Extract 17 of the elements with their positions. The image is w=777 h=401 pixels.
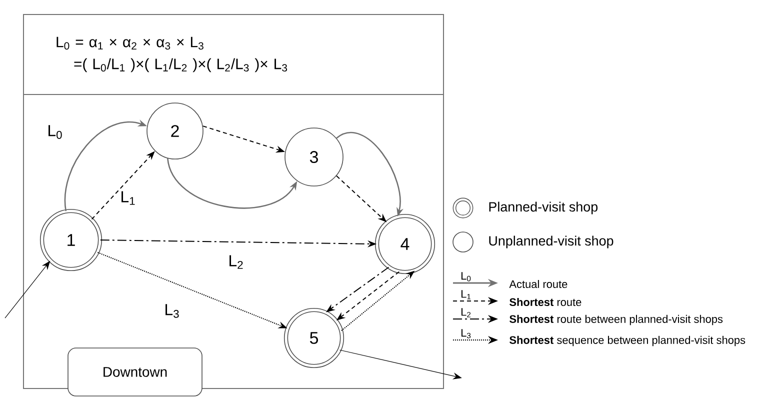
route-label: L$_{0}$ <box>48 125 62 139</box>
line-label: L$_{1}$ <box>461 290 471 300</box>
legend-text: Shortest sequence between planned-visit shops <box>510 336 746 346</box>
route-label: L$_{1}$ <box>122 191 135 205</box>
legend-text: Unplanned-visit shop <box>489 236 614 248</box>
line-label: L$_{3}$ <box>461 329 471 338</box>
location-box: Downtown <box>68 348 202 396</box>
legend-text: Shortest route <box>510 298 582 306</box>
line-label: L$_{0}$ <box>461 272 471 282</box>
map-panel <box>23 94 444 389</box>
route-label: L$_{3}$ <box>166 304 179 318</box>
route-label: L$_{2}$ <box>230 255 243 269</box>
formula-panel: L$_{0}$ = α$_{1}$ × α$_{2}$ × α$_{3}$ × L$_{3}$ =( L$_{0}$/L$_{1}$ )×( L$_{1}$/L$_{2}$ )×( L$_{2}$/L$_{3}$ )× L$_{3}$ <box>23 14 444 95</box>
legend-text: Actual route <box>509 280 568 288</box>
line-label: L$_{2}$ <box>461 308 471 318</box>
legend-text: Shortest route between planned-visit shops <box>510 314 723 326</box>
legend-text: Planned-visit shop <box>489 202 598 214</box>
